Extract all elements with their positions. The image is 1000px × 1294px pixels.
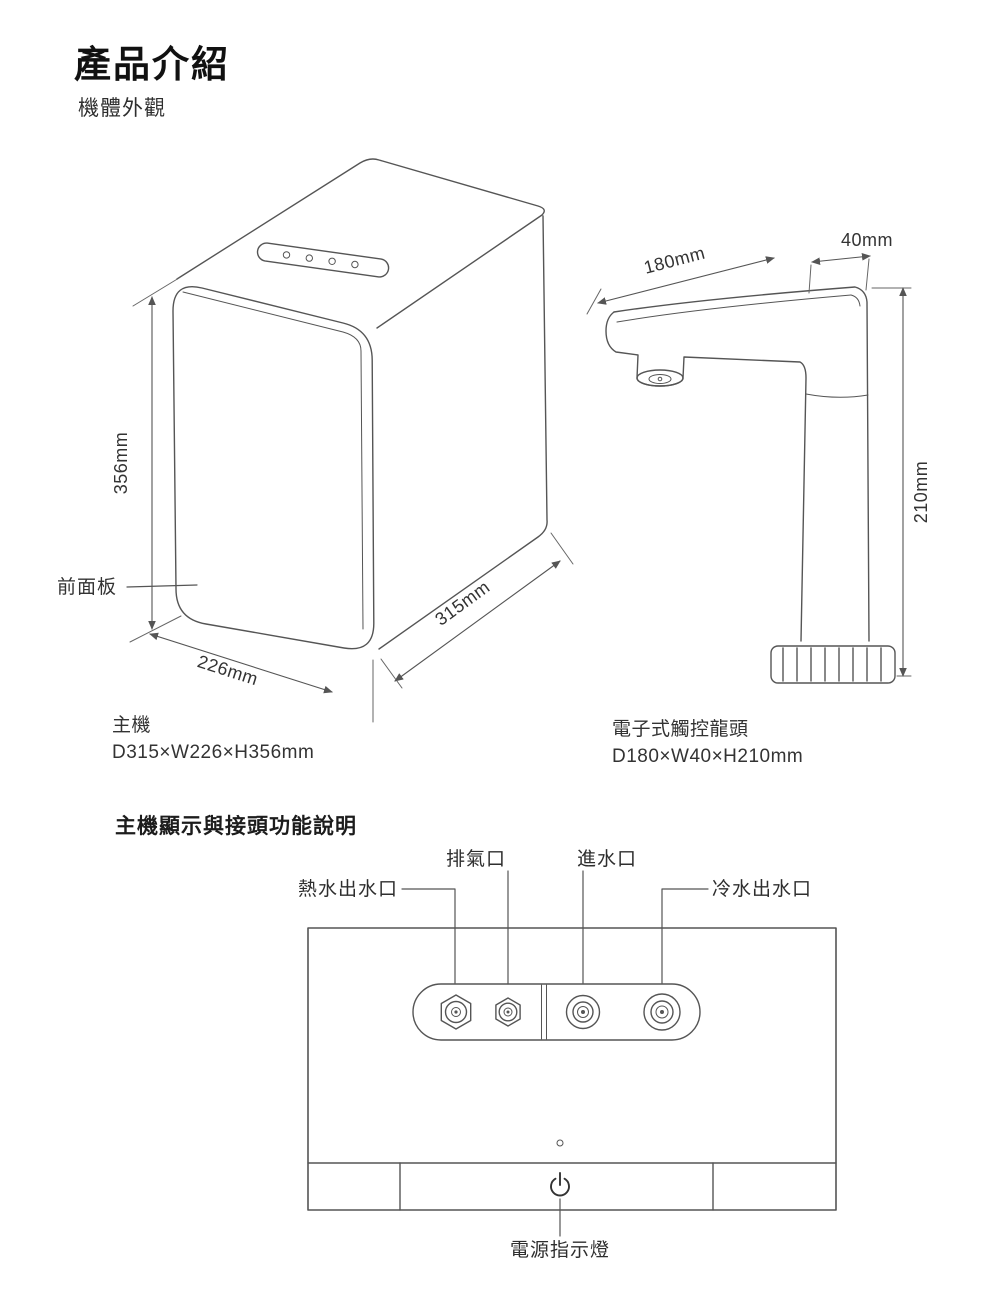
width-dimension-line	[149, 632, 333, 694]
hot-outlet-connector	[440, 994, 472, 1030]
main-unit-caption-title: 主機	[112, 715, 152, 736]
main-unit-caption: 主機 D315×W226×H356mm	[112, 712, 314, 766]
base-nut-ridges	[782, 647, 882, 682]
extension-line-40-left	[808, 264, 812, 294]
faucet-width-dimension-line	[811, 253, 871, 265]
hot-outlet-leader	[401, 888, 456, 984]
main-unit-figure: 356mm 226mm 315mm 前面板	[57, 158, 574, 723]
faucet-depth-dimension-label: 180mm	[642, 243, 708, 278]
faucet-base-nut	[770, 645, 896, 684]
faucet-aerator	[648, 374, 672, 384]
power-indicator-label: 電源指示燈	[510, 1239, 610, 1261]
faucet-caption: 電子式觸控龍頭 D180×W40×H210mm	[612, 716, 803, 770]
front-panel-leader-line	[126, 584, 198, 588]
cold-outlet-label: 冷水出水口	[712, 878, 812, 900]
vent-hole	[328, 257, 336, 265]
top-vent-slot	[256, 242, 390, 278]
main-unit-top-face	[176, 158, 545, 329]
front-panel-inset-edge	[182, 291, 364, 630]
extension-line-spout-tip	[586, 288, 602, 315]
cold-outlet-leader	[661, 888, 709, 984]
exhaust-label: 排氣口	[446, 848, 506, 870]
extension-line-bottom-left	[129, 615, 182, 643]
extension-line-depth-far	[550, 532, 574, 565]
faucet-spout-body	[605, 311, 807, 642]
page-title: 產品介紹	[74, 44, 230, 85]
cold-outlet-connector	[643, 993, 681, 1031]
faucet-width-dimension-label: 40mm	[841, 230, 893, 250]
faucet-figure: 180mm 40mm 210mm	[586, 230, 931, 684]
appearance-heading: 機體外觀	[78, 97, 166, 120]
main-unit-caption-size: D315×W226×H356mm	[112, 742, 315, 763]
main-unit-front-panel	[172, 286, 375, 650]
back-panel-outline	[307, 927, 837, 1211]
vent-hole	[305, 254, 313, 262]
hot-outlet-label: 熱水出水口	[298, 878, 398, 900]
vent-hole	[351, 260, 359, 269]
faucet-spout-end-cap	[850, 294, 861, 307]
depth-dimension-line	[394, 560, 561, 682]
faucet-spout-top	[613, 286, 870, 642]
power-led-dot	[556, 1139, 564, 1147]
extension-line-top-left	[132, 277, 180, 307]
faucet-aerator-center	[657, 376, 663, 382]
main-unit-side-face	[378, 215, 548, 650]
faucet-joint-line	[805, 393, 869, 398]
exhaust-connector	[495, 997, 521, 1027]
back-panel-figure: 排氣口 進水口 熱水出水口 冷水出水口 電源指示燈	[298, 848, 837, 1261]
extension-line-40-right	[865, 258, 870, 291]
faucet-caption-title: 電子式觸控龍頭	[612, 719, 749, 740]
height-dimension-label: 356mm	[111, 432, 131, 495]
power-icon	[550, 1172, 570, 1197]
width-dimension-label: 226mm	[195, 651, 261, 689]
faucet-spout-highlight	[616, 294, 852, 323]
vent-hole	[282, 251, 291, 259]
faucet-depth-dimension-line	[597, 256, 775, 305]
inlet-label: 進水口	[577, 848, 637, 870]
extension-line-depth-near	[380, 658, 403, 689]
ports-heading: 主機顯示與接頭功能說明	[115, 815, 357, 838]
front-panel-label: 前面板	[57, 576, 117, 598]
inlet-connector	[565, 994, 601, 1030]
depth-dimension-label: 315mm	[431, 577, 493, 630]
faucet-outlet	[636, 369, 684, 387]
connector-panel	[412, 983, 701, 1041]
faucet-height-dimension-label: 210mm	[911, 461, 931, 524]
faucet-caption-size: D180×W40×H210mm	[612, 746, 804, 767]
